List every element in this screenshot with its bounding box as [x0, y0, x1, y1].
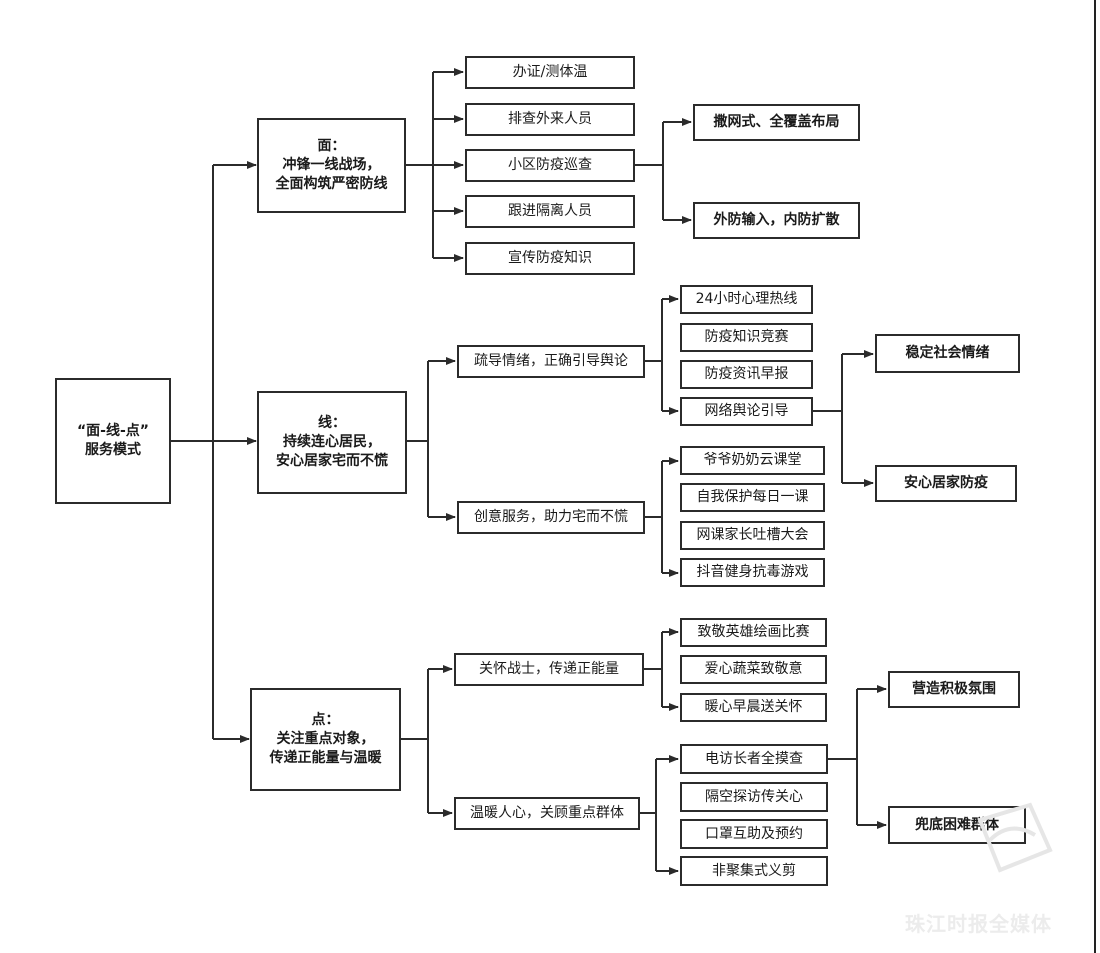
xian-b2-item: 自我保护每日一课: [680, 483, 825, 512]
watermark-logo-icon: [977, 802, 1053, 873]
dian-b2-item: 口罩互助及预约: [680, 819, 828, 849]
root-line-2: 服务模式: [85, 442, 141, 458]
dian-outcome: 兜底困难群体: [888, 806, 1026, 844]
node-dian: 点： 关注重点对象， 传递正能量与温暖: [250, 688, 401, 791]
root-node: “面-线-点” 服务模式: [55, 378, 171, 504]
node-mian: 面： 冲锋一线战场， 全面构筑严密防线: [257, 118, 406, 213]
mian-item: 办证/测体温: [465, 56, 635, 89]
node-mian-line-3: 全面构筑严密防线: [275, 175, 388, 192]
node-xian: 线： 持续连心居民， 安心居家宅而不慌: [257, 391, 407, 494]
xian-b2-item: 网课家长吐槽大会: [680, 521, 825, 550]
xian-outcome: 稳定社会情绪: [875, 334, 1020, 373]
xian-b1-item: 24小时心理热线: [680, 285, 813, 314]
mian-item: 小区防疫巡查: [465, 149, 635, 182]
xian-b2-item: 抖音健身抗毒游戏: [680, 558, 825, 587]
node-xian-line-3: 安心居家宅而不慌: [276, 452, 388, 469]
dian-b1-item: 暖心早晨送关怀: [680, 693, 827, 722]
node-mian-title: 面：: [317, 138, 346, 155]
node-dian-line-2: 关注重点对象，: [276, 731, 375, 748]
dian-outcome: 营造积极氛围: [888, 671, 1020, 708]
root-line-1: “面-线-点”: [76, 423, 150, 440]
dian-b1-item: 致敬英雄绘画比赛: [680, 618, 827, 647]
mian-item: 宣传防疫知识: [465, 242, 635, 275]
mian-outcome: 外防输入，内防扩散: [693, 202, 860, 239]
xian-b2-item: 爷爷奶奶云课堂: [680, 446, 825, 475]
node-xian-line-2: 持续连心居民，: [283, 434, 381, 451]
dian-b1-item: 爱心蔬菜致敬意: [680, 655, 827, 684]
xian-branch: 创意服务，助力宅而不慌: [457, 501, 645, 534]
watermark-text: 珠江时报全媒体: [905, 912, 1052, 936]
xian-outcome: 安心居家防疫: [875, 465, 1017, 502]
xian-b1-item: 防疫资讯早报: [680, 360, 813, 389]
node-mian-line-2: 冲锋一线战场，: [282, 157, 381, 174]
page-right-border: [1094, 0, 1096, 953]
mian-item: 排查外来人员: [465, 103, 635, 136]
node-xian-title: 线：: [318, 415, 346, 432]
node-dian-title: 点：: [311, 712, 340, 729]
dian-branch: 关怀战士，传递正能量: [454, 653, 644, 686]
dian-branch: 温暖人心，关顾重点群体: [454, 797, 640, 830]
mian-outcome: 撒网式、全覆盖布局: [693, 104, 860, 141]
xian-branch: 疏导情绪，正确引导舆论: [457, 345, 645, 378]
node-dian-line-3: 传递正能量与温暖: [269, 749, 382, 766]
dian-b2-item: 电访长者全摸查: [680, 744, 828, 774]
dian-b2-item: 非聚集式义剪: [680, 856, 828, 886]
xian-b1-item: 防疫知识竞赛: [680, 323, 813, 352]
mian-item: 跟进隔离人员: [465, 195, 635, 228]
dian-b2-item: 隔空探访传关心: [680, 782, 828, 812]
xian-b1-item: 网络舆论引导: [680, 397, 813, 426]
